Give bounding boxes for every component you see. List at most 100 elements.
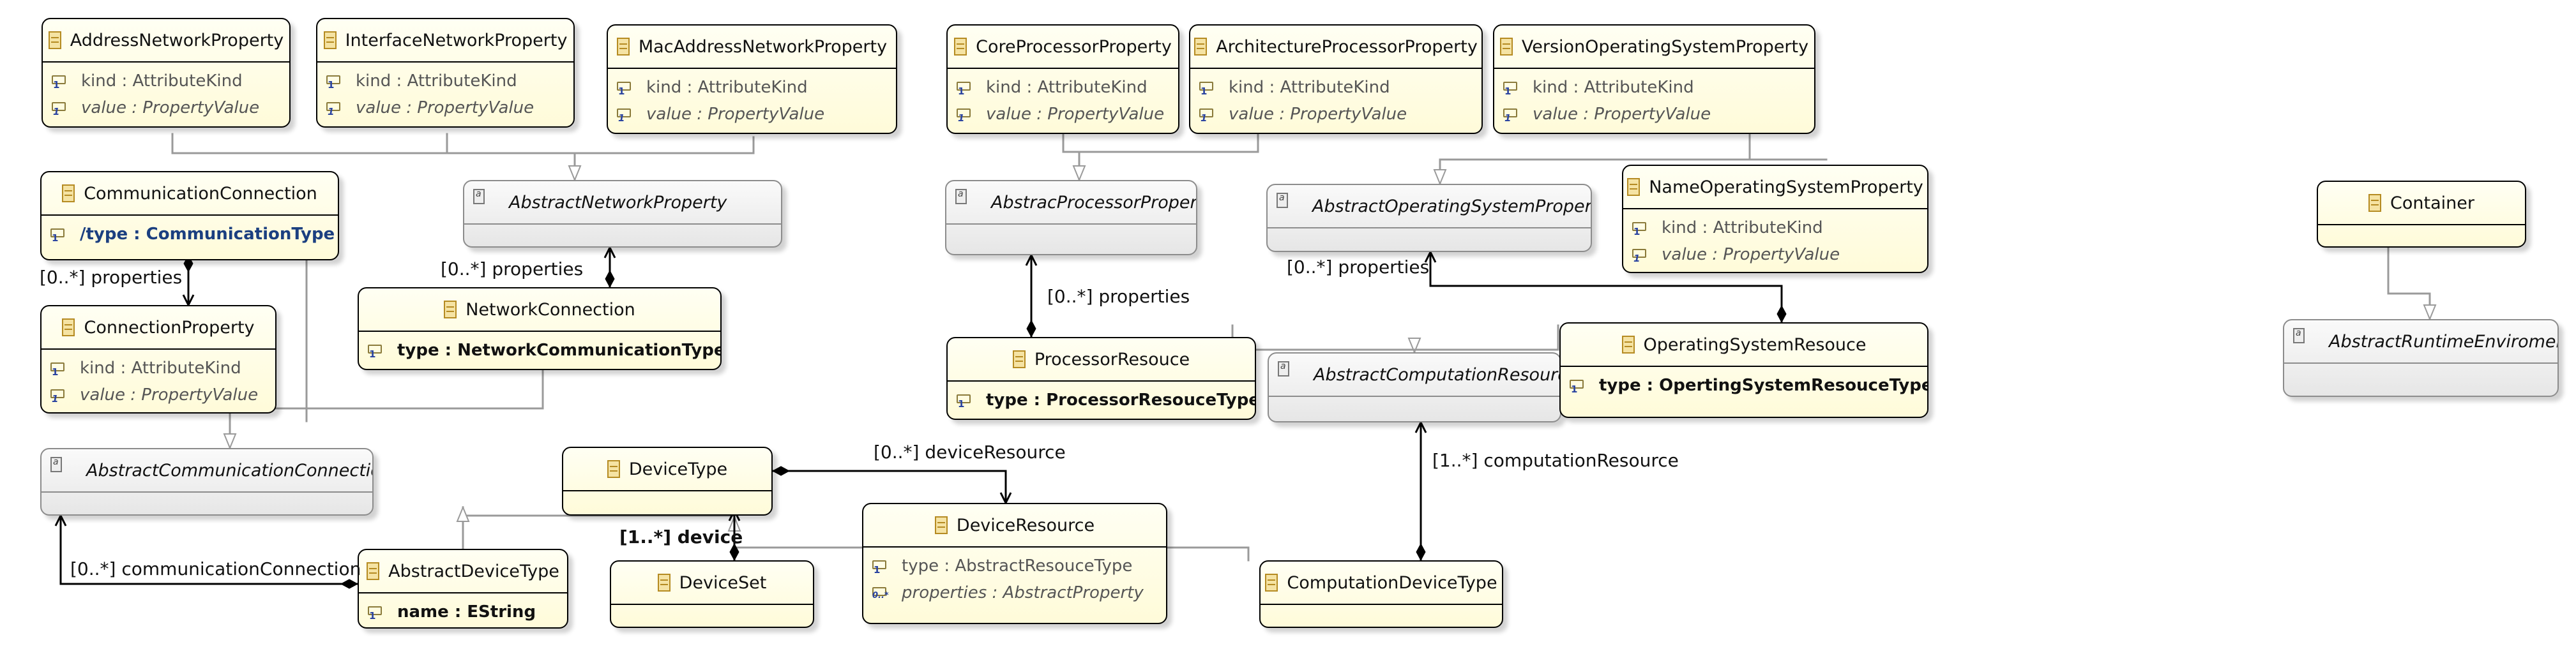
- attribute-row[interactable]: type : AbstractResouceType: [872, 553, 1166, 579]
- class-name: AddressNetworkProperty: [70, 30, 284, 50]
- class-communication-connection[interactable]: CommunicationConnection /type : Communic…: [40, 171, 339, 260]
- attribute-row[interactable]: kind : AttributeKind: [1503, 74, 1814, 101]
- attribute-row[interactable]: kind : AttributeKind: [617, 74, 896, 101]
- label-computation-resource: [1..*] computationResource: [1432, 450, 1679, 471]
- class-header: AbstractNetworkProperty: [464, 181, 781, 225]
- gen-core-to-abstrac-processor: [1062, 133, 1079, 180]
- class-device-set[interactable]: DeviceSet: [610, 560, 814, 628]
- class-name: ArchitectureProcessorProperty: [1216, 36, 1478, 57]
- gen-os-resouce-to-abstract-computation: [1413, 324, 1559, 351]
- gen-version-to-abstract-os: [1440, 133, 1751, 184]
- class-connection-property[interactable]: ConnectionProperty kind : AttributeKind …: [40, 305, 277, 414]
- class-header: CommunicationConnection: [42, 172, 338, 216]
- label-communication-connection: [0..*] communicationConnection: [70, 558, 361, 579]
- attribute-row[interactable]: value : PropertyValue: [1503, 101, 1814, 128]
- attribute-row[interactable]: value : PropertyValue: [52, 94, 289, 121]
- class-header: AbstracProcessorProperty: [946, 181, 1196, 225]
- class-device-resource[interactable]: DeviceResource type : AbstractResouceTyp…: [862, 503, 1167, 624]
- class-name: CoreProcessorProperty: [976, 36, 1172, 57]
- attribute-row[interactable]: kind : AttributeKind: [957, 74, 1178, 101]
- class-container[interactable]: Container: [2317, 181, 2526, 248]
- attribute-row[interactable]: kind : AttributeKind: [326, 68, 573, 94]
- class-name: DeviceType: [628, 459, 728, 479]
- label-os-properties: [0..*] properties: [1287, 257, 1430, 278]
- class-name: NetworkConnection: [466, 299, 635, 320]
- class-mac-address-network-property[interactable]: MacAddressNetworkProperty kind : Attribu…: [607, 24, 897, 134]
- class-header: NameOperatingSystemProperty: [1623, 166, 1927, 209]
- attribute-icon: [957, 106, 978, 124]
- class-core-processor-property[interactable]: CoreProcessorProperty kind : AttributeKi…: [946, 24, 1179, 134]
- gen-architecture-to-abstrac-processor: [1078, 133, 1259, 153]
- class-network-connection[interactable]: NetworkConnection type : NetworkCommunic…: [358, 287, 722, 370]
- class-operating-system-resouce[interactable]: OperatingSystemResouce type : OpertingSy…: [1559, 322, 1928, 418]
- class-header: ConnectionProperty: [42, 306, 275, 350]
- class-icon: [1012, 350, 1026, 368]
- class-name-operating-system-property[interactable]: NameOperatingSystemProperty kind : Attri…: [1622, 165, 1928, 273]
- attribute-row[interactable]: type : OpertingSystemResouceType: [1570, 372, 1927, 399]
- class-icon: [954, 38, 967, 56]
- attribute-row[interactable]: type : NetworkCommunicationType: [368, 337, 720, 364]
- class-name: MacAddressNetworkProperty: [638, 36, 888, 57]
- class-abstract-device-type[interactable]: AbstractDeviceType name : EString: [358, 549, 568, 629]
- class-header: ProcessorResouce: [948, 338, 1255, 382]
- attribute-row[interactable]: name : EString: [368, 599, 567, 625]
- gen-mac-to-abstract-network: [575, 136, 755, 180]
- attribute-row[interactable]: kind : AttributeKind: [52, 68, 289, 94]
- class-abstract-computation-resource[interactable]: AbstractComputationResource: [1268, 352, 1561, 422]
- class-icon: [62, 184, 75, 202]
- class-device-type[interactable]: DeviceType: [562, 447, 773, 516]
- class-name: DeviceSet: [679, 572, 767, 593]
- attribute-icon: [617, 106, 639, 124]
- abstract-class-icon: [50, 457, 62, 472]
- derived-attribute-row[interactable]: /type : CommunicationType: [50, 221, 338, 248]
- class-abstract-runtime-enviroment[interactable]: AbstractRuntimeEnviroment: [2283, 319, 2559, 397]
- class-name: CommunicationConnection: [84, 183, 317, 204]
- class-abstrac-processor-property[interactable]: AbstracProcessorProperty: [945, 180, 1197, 255]
- class-abstract-operating-system-property[interactable]: AbstractOperatingSystemProperty: [1266, 184, 1592, 252]
- class-interface-network-property[interactable]: InterfaceNetworkProperty kind : Attribut…: [316, 18, 575, 128]
- attribute-row[interactable]: value : PropertyValue: [50, 382, 275, 408]
- label-comm-properties: [0..*] properties: [40, 267, 183, 288]
- class-name: AbstracProcessorProperty: [991, 192, 1197, 213]
- attribute-row[interactable]: type : ProcessorResouceType: [957, 387, 1255, 414]
- class-processor-resouce[interactable]: ProcessorResouce type : ProcessorResouce…: [946, 337, 1256, 420]
- attribute-row[interactable]: value : PropertyValue: [1632, 241, 1927, 268]
- attribute-row[interactable]: kind : AttributeKind: [50, 355, 275, 382]
- attribute-row[interactable]: value : PropertyValue: [1199, 101, 1481, 128]
- class-name: ComputationDeviceType: [1287, 572, 1497, 593]
- attribute-icon: [326, 100, 348, 117]
- class-header: Container: [2318, 182, 2525, 225]
- class-address-network-property[interactable]: AddressNetworkProperty kind : AttributeK…: [42, 18, 291, 128]
- class-header: ArchitectureProcessorProperty: [1190, 26, 1481, 69]
- class-name: InterfaceNetworkProperty: [345, 30, 568, 50]
- class-header: AbstractDeviceType: [359, 550, 567, 593]
- attribute-icon: [1503, 79, 1525, 97]
- class-abstract-communication-connection[interactable]: AbstractCommunicationConnection: [40, 448, 374, 516]
- gen-container-to-runtime: [2387, 246, 2430, 319]
- attribute-row[interactable]: kind : AttributeKind: [1199, 74, 1481, 101]
- attribute-icon: [368, 604, 390, 622]
- attribute-row[interactable]: value : PropertyValue: [326, 94, 573, 121]
- class-computation-device-type[interactable]: ComputationDeviceType: [1259, 560, 1503, 628]
- class-header: AbstractOperatingSystemProperty: [1268, 185, 1591, 228]
- attribute-row[interactable]: properties : AbstractProperty: [872, 579, 1166, 606]
- class-abstract-network-property[interactable]: AbstractNetworkProperty: [463, 180, 782, 248]
- class-name: AbstractDeviceType: [388, 561, 559, 581]
- attribute-row[interactable]: value : PropertyValue: [957, 101, 1178, 128]
- class-version-operating-system-property[interactable]: VersionOperatingSystemProperty kind : At…: [1493, 24, 1815, 134]
- label-proc-properties: [0..*] properties: [1047, 286, 1190, 307]
- attribute-icon: [872, 585, 894, 601]
- class-icon: [367, 562, 380, 580]
- attribute-icon: [52, 73, 73, 91]
- class-name: NameOperatingSystemProperty: [1649, 177, 1923, 197]
- class-icon: [444, 301, 457, 318]
- attribute-icon: [1199, 106, 1221, 124]
- attribute-row[interactable]: kind : AttributeKind: [1632, 214, 1927, 241]
- attribute-icon: [1503, 106, 1525, 124]
- class-header: NetworkConnection: [359, 288, 720, 332]
- attribute-icon: [957, 392, 978, 410]
- attribute-row[interactable]: value : PropertyValue: [617, 101, 896, 128]
- class-architecture-processor-property[interactable]: ArchitectureProcessorProperty kind : Att…: [1189, 24, 1483, 134]
- class-icon: [616, 38, 630, 56]
